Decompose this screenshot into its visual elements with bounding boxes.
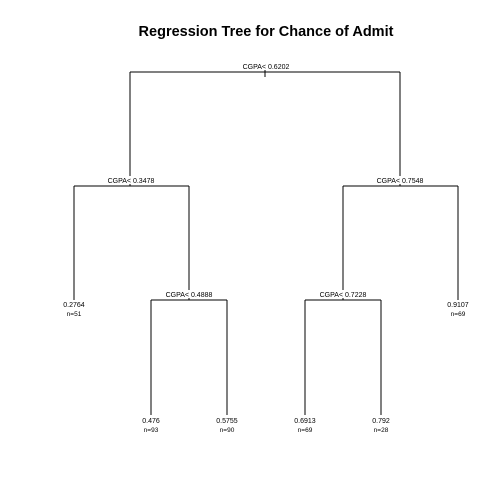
- leaf-0.6913: 0.6913 n=69: [294, 418, 316, 434]
- leaf-0.9107: 0.9107 n=69: [447, 302, 469, 318]
- right-left-split-label: CGPA< 0.7228: [320, 292, 367, 299]
- right-left-node: CGPA< 0.7228: [304, 290, 382, 415]
- leaf-value: 0.476: [142, 418, 160, 425]
- leaf-count: n=93: [144, 427, 159, 434]
- leaf-0.5755: 0.5755 n=90: [216, 418, 238, 434]
- leaf-count: n=90: [220, 427, 235, 434]
- leaf-count: n=28: [374, 427, 389, 434]
- left-node: CGPA< 0.3478: [73, 176, 190, 300]
- leaf-value: 0.2764: [63, 302, 85, 309]
- leaf-value: 0.5755: [216, 418, 238, 425]
- leaf-value: 0.792: [372, 418, 390, 425]
- left-right-node: CGPA< 0.4888: [150, 290, 228, 415]
- leaf-count: n=69: [451, 311, 466, 318]
- leaf-count: n=69: [298, 427, 313, 434]
- leaf-0.2764: 0.2764 n=51: [63, 302, 85, 318]
- left-right-split-label: CGPA< 0.4888: [166, 292, 213, 299]
- leaf-value: 0.6913: [294, 418, 316, 425]
- left-split-label: CGPA< 0.3478: [108, 178, 155, 185]
- root-node: CGPA< 0.6202: [129, 62, 401, 186]
- right-split-label: CGPA< 0.7548: [377, 178, 424, 185]
- leaf-0.476: 0.476 n=93: [142, 418, 160, 434]
- chart-title: Regression Tree for Chance of Admit: [139, 24, 394, 40]
- root-split-label: CGPA< 0.6202: [243, 64, 290, 71]
- leaf-count: n=51: [67, 311, 82, 318]
- leaf-value: 0.9107: [447, 302, 469, 309]
- leaf-0.792: 0.792 n=28: [372, 418, 390, 434]
- right-node: CGPA< 0.7548: [342, 176, 459, 300]
